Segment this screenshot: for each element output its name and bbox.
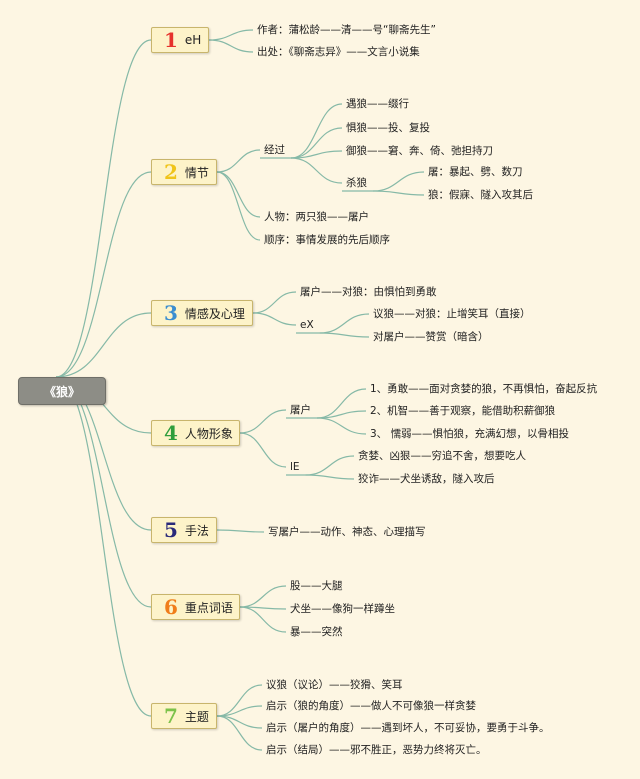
branch-node-6-2[interactable]: 启示（屠户的角度）——遇到坏人，不可妥协，要勇于斗争。 [266, 722, 550, 734]
branch-node-6-3[interactable]: 启示（结局）——邪不胜正，恶势力终将灭亡。 [266, 744, 487, 756]
connector-2-0 [252, 291, 297, 314]
branch-node-1-2[interactable]: 顺序：事情发展的先后顺序 [264, 234, 390, 246]
topic-7[interactable]: 7 主题 [151, 703, 217, 729]
branch-node-6-0[interactable]: 议狼（议论）——狡猾、笑耳 [266, 679, 403, 691]
connector-3-0-2 [316, 417, 367, 435]
branch-node-3-0-1[interactable]: 2、机智——善于观察，能借助积薪御狼 [370, 405, 556, 417]
topic-4[interactable]: 4 人物形象 [151, 420, 240, 446]
connector-1-0-3-0 [372, 171, 425, 192]
branch-node-0-0[interactable]: 作者：蒲松龄——清——号“聊斋先生” [257, 24, 436, 36]
topic-number-4: 4 [164, 421, 178, 445]
topic-6[interactable]: 6 重点词语 [151, 594, 240, 620]
connector-3-1-1 [305, 474, 355, 480]
connector-4-0 [216, 529, 265, 533]
connector-5-2 [239, 606, 287, 633]
topic-label-2: 情节 [184, 165, 209, 180]
branch-node-3-1-0[interactable]: 贪婪、凶狠——穷追不舍，想要吃人 [358, 450, 526, 462]
connector-1-0-3-1 [372, 190, 425, 196]
branch-node-0-1[interactable]: 出处：《聊斋志异》——文言小说集 [257, 46, 420, 58]
topic-number-6: 6 [164, 595, 178, 619]
branch-node-3-0[interactable]: 屠户 [290, 404, 311, 416]
topic-number-2: 2 [164, 160, 178, 184]
connector-0-0 [208, 29, 254, 41]
connector-3-0 [239, 409, 287, 434]
branch-node-1-0-0[interactable]: 遇狼——缀行 [346, 98, 409, 110]
topic-label-7: 主题 [184, 709, 209, 724]
topic-label-4: 人物形象 [184, 426, 233, 441]
branch-node-1-0-1[interactable]: 惧狼——投、复投 [346, 122, 430, 134]
connector-root-topic-7 [55, 376, 152, 717]
topic-label-5: 手法 [184, 523, 209, 538]
connector-1-2 [216, 171, 261, 241]
branch-node-1-1[interactable]: 人物：两只狼——屠户 [264, 211, 369, 223]
topic-5[interactable]: 5 手法 [151, 517, 217, 543]
connector-2-1 [252, 312, 297, 326]
branch-node-1-0-3-1[interactable]: 狼：假寐、隧入攻其后 [428, 189, 533, 201]
topic-label-6: 重点词语 [184, 600, 233, 615]
connector-2-1-1 [319, 332, 370, 338]
topic-label-1: eH [184, 33, 202, 47]
connector-root-topic-3 [55, 312, 152, 378]
topic-number-7: 7 [164, 704, 178, 728]
connector-1-0-3 [290, 157, 343, 184]
connector-root-topic-6 [55, 376, 152, 608]
connector-3-1 [239, 432, 287, 468]
branch-node-2-1-1[interactable]: 对屠户——赞赏（暗含） [373, 331, 489, 343]
connector-1-0 [216, 149, 261, 173]
connector-root-topic-2 [55, 171, 152, 378]
root-node[interactable]: 《狼》 [18, 377, 106, 405]
root-label: 《狼》 [43, 384, 80, 399]
branch-node-1-0-3-0[interactable]: 屠：暴起、劈、数刀 [428, 166, 523, 178]
connector-1-1 [216, 171, 261, 218]
topic-number-3: 3 [164, 301, 178, 325]
connector-2-1-0 [319, 313, 370, 334]
connector-6-3 [216, 715, 263, 751]
topic-number-1: 1 [164, 28, 178, 52]
branch-node-1-0[interactable]: 经过 [264, 144, 285, 156]
branch-node-5-2[interactable]: 暴——突然 [290, 626, 343, 638]
connector-root-topic-1 [55, 39, 152, 378]
branch-node-3-1[interactable]: lE [290, 461, 300, 473]
branch-node-2-0[interactable]: 屠户——对狼：由惧怕到勇敢 [300, 286, 437, 298]
connector-3-0-0 [316, 388, 367, 419]
topic-2[interactable]: 2 情节 [151, 159, 217, 185]
connector-1-0-1 [290, 127, 343, 159]
branch-node-1-0-2[interactable]: 御狼——窘、奔、倚、弛担持刀 [346, 145, 493, 157]
branch-node-1-0-3[interactable]: 杀狼 [346, 177, 367, 189]
topic-number-5: 5 [164, 518, 178, 542]
connector-3-1-0 [305, 455, 355, 476]
topic-3[interactable]: 3 情感及心理 [151, 300, 253, 326]
branch-node-3-1-1[interactable]: 狡诈——犬坐诱敌，隧入攻后 [358, 473, 495, 485]
connector-5-0 [239, 585, 287, 608]
connector-0-1 [208, 39, 254, 53]
connector-1-0-2 [290, 150, 343, 159]
topic-1[interactable]: 1 eH [151, 27, 209, 53]
branch-node-3-0-0[interactable]: 1、勇敢——面对贪婪的狼，不再惧怕，奋起反抗 [370, 383, 598, 395]
connector-1-0-0 [290, 103, 343, 159]
branch-node-6-1[interactable]: 启示（狼的角度）——做人不可像狼一样贪婪 [266, 700, 476, 712]
branch-node-5-0[interactable]: 股——大腿 [290, 580, 343, 592]
branch-node-3-0-2[interactable]: 3、 懦弱——惧怕狼，充满幻想，以骨相投 [370, 428, 570, 440]
branch-node-2-1-0[interactable]: 议狼——对狼：止增笑耳（直接） [373, 308, 531, 320]
topic-label-3: 情感及心理 [184, 306, 245, 321]
branch-node-5-1[interactable]: 犬坐——像狗一样蹲坐 [290, 603, 395, 615]
branch-node-4-0[interactable]: 写屠户——动作、神态、心理描写 [268, 526, 426, 538]
branch-node-2-1[interactable]: eX [300, 319, 314, 331]
